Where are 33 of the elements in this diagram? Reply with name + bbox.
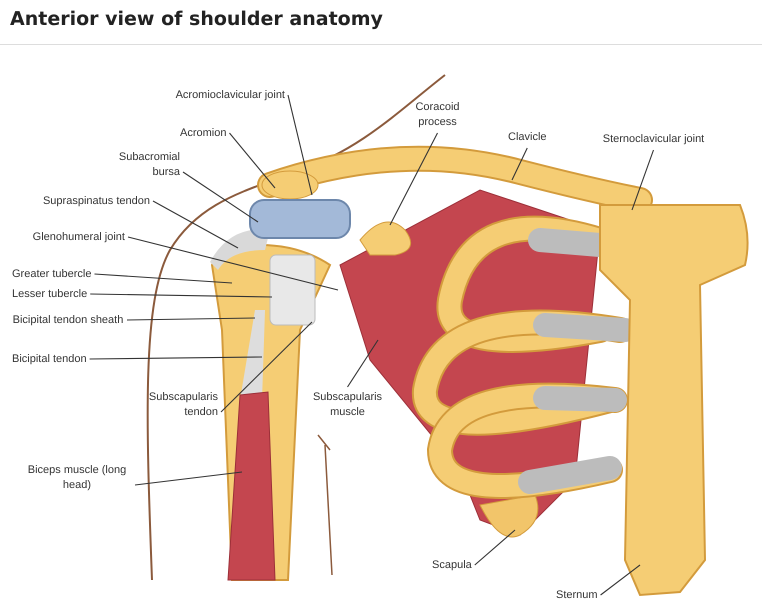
- part-label: Sternoclavicular joint: [596, 132, 711, 147]
- leader-line: [474, 530, 516, 566]
- part-label: Supraspinatus tendon: [40, 194, 150, 209]
- page-title: Anterior view of shoulder anatomy: [10, 8, 383, 30]
- leader-line: [347, 340, 378, 388]
- leader-line: [229, 132, 276, 188]
- part-label: Scapula: [432, 558, 472, 573]
- part-label: Subacromial bursa: [90, 150, 180, 180]
- part-label: Coracoid process: [400, 100, 475, 130]
- leader-line: [287, 94, 313, 196]
- part-label: Subscapularis tendon: [130, 390, 218, 420]
- part-label: Bicipital tendon: [12, 352, 87, 367]
- part-label: Biceps muscle (long head): [22, 463, 132, 493]
- leader-line: [152, 200, 238, 248]
- part-label: Sternum: [556, 588, 598, 603]
- part-label: Glenohumeral joint: [20, 230, 125, 245]
- leader-line: [182, 172, 258, 222]
- leader-line: [390, 132, 438, 226]
- leader-line: [94, 273, 232, 284]
- leader-line: [128, 236, 338, 291]
- part-label: Lesser tubercle: [12, 287, 88, 302]
- part-label: Greater tubercle: [12, 267, 92, 282]
- leader-line: [600, 564, 640, 596]
- leader-line: [127, 317, 255, 321]
- part-label: Acromioclavicular joint: [160, 88, 285, 103]
- part-label: Subscapularis muscle: [300, 390, 395, 420]
- leader-line: [90, 356, 262, 360]
- part-label: Acromion: [180, 126, 226, 141]
- part-label: Clavicle: [508, 130, 547, 145]
- leader-line: [90, 293, 272, 298]
- part-label: Bicipital tendon sheath: [12, 313, 124, 328]
- leader-line: [134, 471, 242, 486]
- leader-line: [631, 150, 654, 210]
